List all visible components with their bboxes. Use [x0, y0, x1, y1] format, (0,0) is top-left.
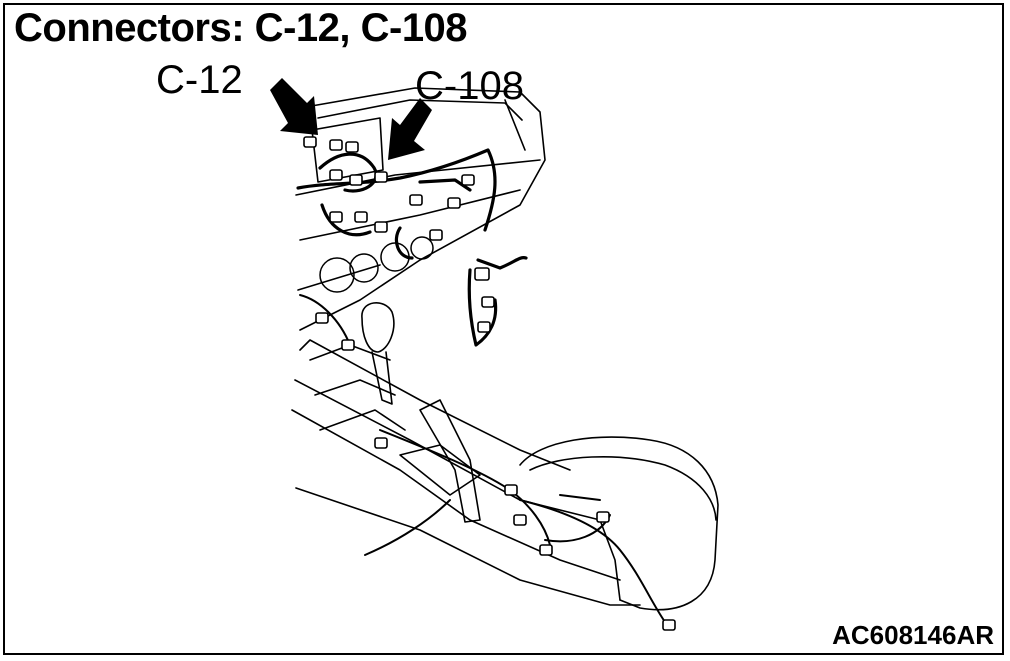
callout-c108: C-108 [415, 64, 524, 108]
connectors [303, 136, 676, 631]
vent-gauges [319, 236, 434, 293]
callout-c12: C-12 [156, 58, 243, 102]
wiring-harness [296, 148, 528, 347]
shift-lever [361, 302, 481, 523]
arrow-c108-icon [388, 98, 432, 160]
diagram-frame [3, 3, 1004, 655]
page-title: Connectors: C-12, C-108 [14, 6, 468, 50]
center-console [291, 339, 641, 606]
figure-id: AC608146AR [832, 620, 994, 650]
armrest [519, 436, 719, 611]
arrow-c12-icon [270, 78, 318, 135]
